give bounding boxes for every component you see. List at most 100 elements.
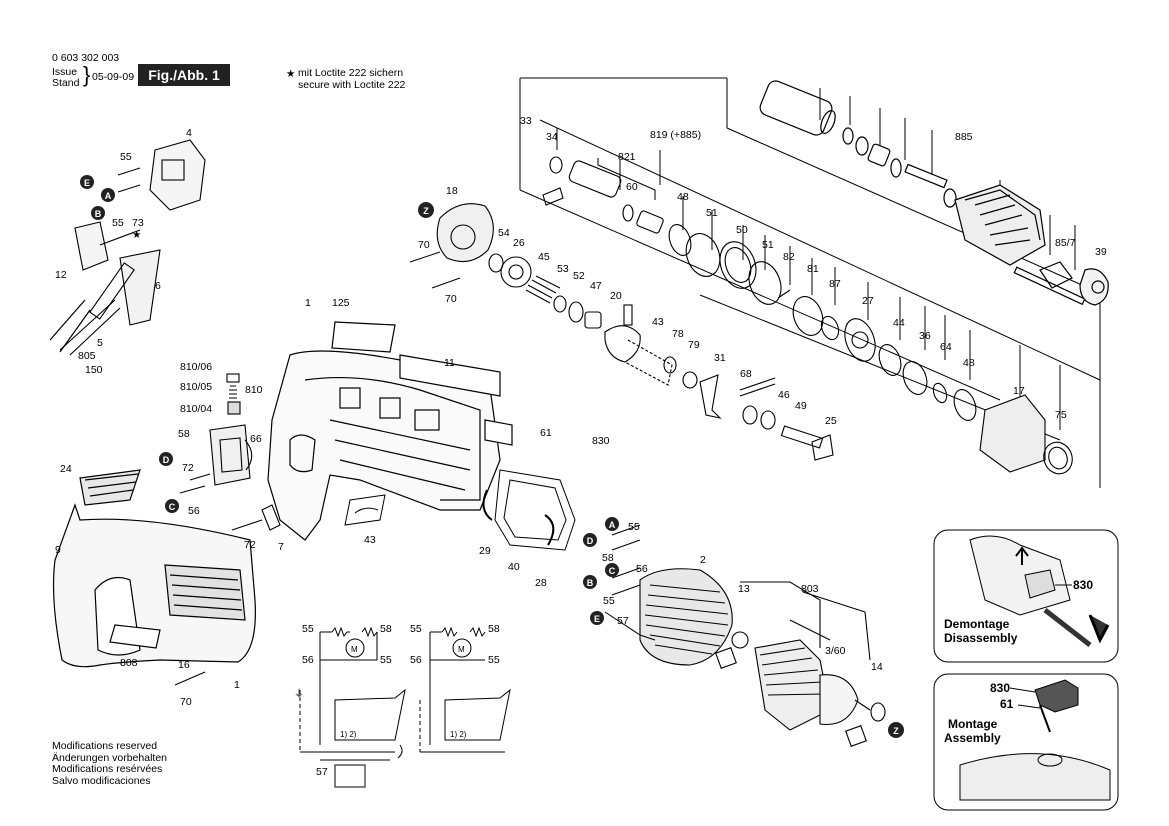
label-43: 43: [652, 316, 664, 328]
wiring-right-motor: M: [458, 645, 465, 654]
disassembly-illustration: [969, 535, 1110, 647]
label-55b: 55: [112, 217, 124, 229]
svg-text:A: A: [105, 191, 112, 201]
marker-c2-icon: C: [605, 563, 619, 577]
label-821: 821: [618, 151, 636, 163]
assembly-en: Assembly: [944, 731, 1001, 745]
svg-text:B: B: [95, 209, 102, 219]
part-labels: 4 55 55 73 ★ 12 6 5 805 150 810/06 810/0…: [55, 115, 1107, 778]
svg-text:E: E: [84, 178, 90, 188]
modifications-fr: Modifications resérvées: [52, 763, 163, 775]
loctite-note-de: mit Loctite 222 sichern: [298, 67, 404, 79]
issue-date: 05-09-09: [92, 71, 135, 83]
label-885: 885: [955, 131, 973, 143]
label-85-7: 85/7: [1055, 237, 1076, 249]
label-51b: 51: [762, 239, 774, 251]
gasket-parts: [344, 469, 576, 551]
label-53: 53: [557, 263, 569, 275]
hammer-mechanism: [542, 156, 1073, 475]
label-79: 79: [688, 339, 700, 351]
label-27: 27: [862, 295, 874, 307]
wiring-right-56: 56: [410, 654, 422, 666]
wiring-right-terminals: 1) 2): [450, 730, 467, 739]
label-810-04: 810/04: [180, 403, 212, 415]
wiring-left-55: 55: [302, 623, 314, 635]
wiring-left-57: 57: [316, 766, 328, 778]
label-58b: 58: [602, 552, 614, 564]
label-810-06: 810/06: [180, 361, 212, 373]
label-44: 44: [893, 317, 905, 329]
label-55a: 55: [120, 151, 132, 163]
label-48b: 48: [963, 357, 975, 369]
label-5: 5: [97, 337, 103, 349]
marker-e-icon: E: [80, 175, 94, 189]
label-14: 14: [871, 661, 883, 673]
svg-text:A: A: [609, 520, 616, 530]
wiring-left-terminals: 1) 2): [340, 730, 357, 739]
label-12: 12: [55, 269, 67, 281]
issue-label: Issue: [52, 66, 78, 78]
label-56b: 56: [636, 563, 648, 575]
marker-z-icon: Z: [418, 202, 434, 218]
label-64: 64: [940, 341, 952, 353]
wiring-right-55b: 55: [488, 654, 500, 666]
label-49: 49: [795, 400, 807, 412]
wiring-right-55: 55: [410, 623, 422, 635]
svg-text:Z: Z: [893, 726, 899, 736]
svg-text:C: C: [169, 502, 176, 512]
label-52: 52: [573, 270, 585, 282]
label-78: 78: [672, 328, 684, 340]
label-25: 25: [825, 415, 837, 427]
label-43b: 43: [364, 534, 376, 546]
svg-text:Z: Z: [423, 206, 429, 216]
label-26: 26: [513, 237, 525, 249]
chuck-assembly: [759, 80, 1109, 306]
marker-z2-icon: Z: [888, 722, 904, 738]
handle-housing: [52, 469, 256, 668]
label-40: 40: [508, 561, 520, 573]
modifications-de: Änderungen vorbehalten: [52, 751, 168, 764]
assembly-part-61: 61: [1000, 697, 1014, 711]
label-24: 24: [60, 463, 72, 475]
label-29: 29: [479, 545, 491, 557]
wiring-diagram-right: [419, 626, 511, 753]
marker-b-icon: B: [91, 206, 105, 220]
label-58a: 58: [178, 428, 190, 440]
screws: [117, 167, 656, 686]
label-55c: 55: [628, 521, 640, 533]
label-7: 7: [278, 541, 284, 553]
label-66: 66: [250, 433, 262, 445]
label-810-05: 810/05: [180, 381, 212, 393]
label-57: 57: [617, 615, 629, 627]
label-45: 45: [538, 251, 550, 263]
label-1b: 1: [234, 679, 240, 691]
housing-body: [267, 321, 513, 541]
disassembly-de: Demontage: [944, 617, 1010, 631]
label-81: 81: [807, 263, 819, 275]
label-star-icon: ★: [132, 229, 142, 241]
label-82: 82: [783, 251, 795, 263]
disassembly-part: 830: [1073, 578, 1093, 592]
svg-text:D: D: [163, 455, 170, 465]
label-47: 47: [590, 280, 602, 292]
marker-b2-icon: B: [583, 575, 597, 589]
svg-text:E: E: [594, 614, 600, 624]
label-70c: 70: [180, 696, 192, 708]
marker-a-icon: A: [101, 188, 115, 202]
label-4: 4: [186, 127, 192, 139]
label-11: 11: [444, 357, 455, 369]
marker-c-icon: C: [165, 499, 179, 513]
label-70a: 70: [418, 239, 430, 251]
label-819: 819 (+885): [650, 129, 701, 141]
wiring-left-55b: 55: [380, 654, 392, 666]
label-51: 51: [706, 207, 718, 219]
label-50: 50: [736, 224, 748, 236]
motor-field: [639, 568, 886, 747]
label-2: 2: [700, 554, 706, 566]
wiring-left-motor: M: [351, 645, 358, 654]
label-54: 54: [498, 227, 510, 239]
label-28: 28: [535, 577, 547, 589]
label-803: 803: [801, 583, 819, 595]
gear-set: [436, 203, 834, 461]
